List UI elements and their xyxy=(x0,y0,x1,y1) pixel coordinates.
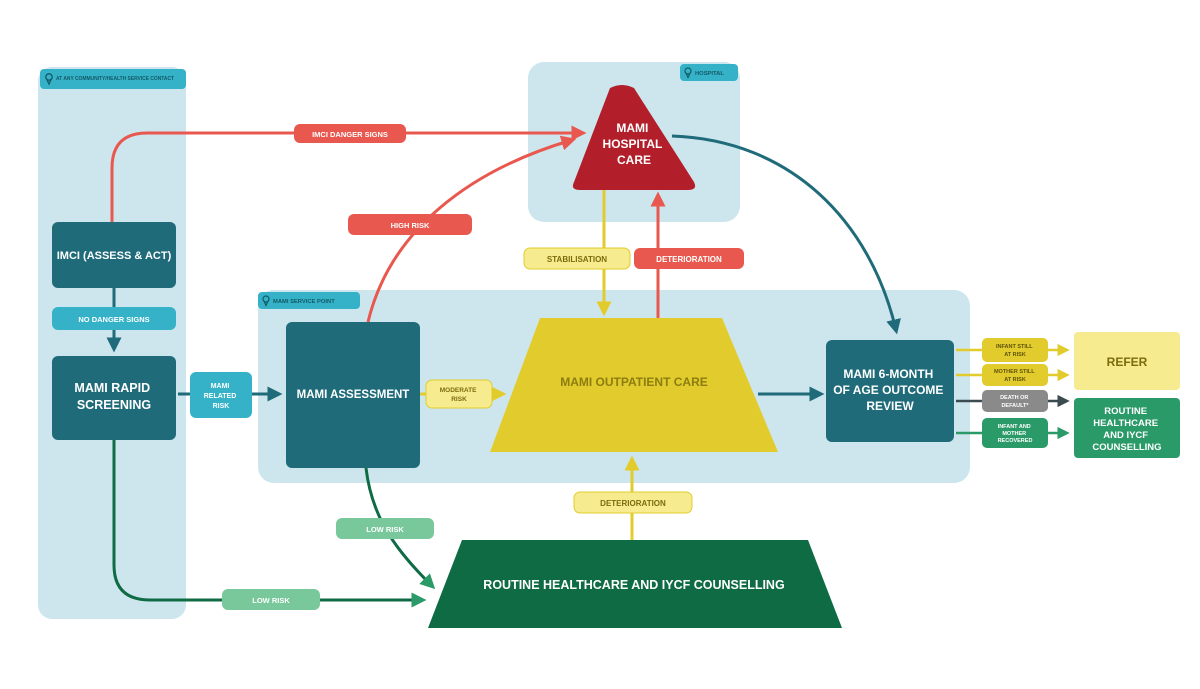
svg-text:HIGH RISK: HIGH RISK xyxy=(391,221,430,230)
zone-community xyxy=(38,67,186,619)
arrow-screening-to-routine xyxy=(112,440,427,608)
svg-text:MAMI HOSPITAL CARE: MAMI HOSPITAL CARE xyxy=(603,121,666,167)
svg-text:INFANT AND MOTHER: INFANT AND MOTHER RECOVERED xyxy=(998,424,1033,444)
svg-text:MAMI RAPID SCREENING: MAMI RAPID SCREENING xyxy=(74,381,153,412)
node-imci: IMCI (ASSESS & ACT) xyxy=(52,222,176,288)
arrow-imci-to-hospital xyxy=(110,125,587,222)
zone-community-label: AT ANY COMMUNITY/HEALTH SERVICE CONTACT xyxy=(56,76,174,82)
svg-text:MAMI OUTPATIENT CARE: MAMI OUTPATIENT CARE xyxy=(560,375,708,389)
svg-text:IMCI DANGER SIGNS: IMCI DANGER SIGNS xyxy=(312,130,388,139)
zone-service-point-tag: MAMI SERVICE POINT xyxy=(258,292,360,309)
svg-text:REFER: REFER xyxy=(1107,355,1148,369)
zone-hospital-tag: HOSPITAL xyxy=(680,64,738,81)
svg-text:MODERATE RISK: MODERATE RISK xyxy=(440,387,479,403)
node-hospital-care: MAMI HOSPITAL CARE xyxy=(572,85,696,190)
node-refer: REFER xyxy=(1074,332,1180,390)
label-imci-danger-signs: IMCI DANGER SIGNS xyxy=(294,124,406,143)
node-rapid-screening: MAMI RAPID SCREENING xyxy=(52,356,176,440)
svg-text:MAMI 6-MONTH OF AGE OUTC: MAMI 6-MONTH OF AGE OUTCOME REVIEW xyxy=(833,367,947,413)
arrow-hospital-to-review xyxy=(671,134,901,335)
label-death-or-default: DEATH OR DEFAULT* xyxy=(982,390,1048,412)
label-mother-still-at-risk: MOTHER STILL AT RISK xyxy=(982,364,1048,386)
label-low-risk-assessment: LOW RISK xyxy=(336,518,434,539)
svg-text:DETERIORATION: DETERIORATION xyxy=(656,255,722,264)
svg-text:DETERIORATION: DETERIORATION xyxy=(600,499,666,508)
svg-text:ROUTINE HEALTHCARE AND IYCF CO: ROUTINE HEALTHCARE AND IYCF COUNSELLING xyxy=(483,578,784,592)
svg-text:DEATH OR DEFAULT*: DEATH OR DEFAULT* xyxy=(1000,395,1030,409)
location-pin-icon xyxy=(45,73,53,86)
svg-text:STABILISATION: STABILISATION xyxy=(547,255,607,264)
label-low-risk-screening: LOW RISK xyxy=(222,589,320,610)
svg-text:MAMI RELATED RISK: MAMI RELATED RISK xyxy=(204,383,239,410)
node-outcome-review: MAMI 6-MONTH OF AGE OUTCOME REVIEW xyxy=(826,340,954,442)
svg-text:INFANT STILL AT RISK: INFANT STILL AT RISK xyxy=(996,344,1034,358)
location-pin-icon xyxy=(262,295,270,307)
label-stabilisation: STABILISATION xyxy=(523,247,631,270)
zone-hospital-label: HOSPITAL xyxy=(695,71,724,77)
label-infant-still-at-risk: INFANT STILL AT RISK xyxy=(982,338,1048,362)
label-high-risk: HIGH RISK xyxy=(348,214,472,235)
svg-text:IMCI (ASSESS & ACT): IMCI (ASSESS & ACT) xyxy=(57,250,172,262)
arrow-assessment-to-hospital xyxy=(366,135,577,323)
node-assessment: MAMI ASSESSMENT xyxy=(286,322,420,468)
location-pin-icon xyxy=(684,67,692,79)
label-infant-mother-recovered: INFANT AND MOTHER RECOVERED xyxy=(982,418,1048,448)
label-mami-related-risk: MAMI RELATED RISK xyxy=(190,372,252,418)
label-moderate-risk: MODERATE RISK xyxy=(425,379,493,409)
svg-text:NO DANGER SIGNS: NO DANGER SIGNS xyxy=(78,315,149,324)
zone-service-point-label: MAMI SERVICE POINT xyxy=(273,299,335,305)
label-no-danger-signs: NO DANGER SIGNS xyxy=(52,307,176,330)
svg-text:MOTHER STILL AT RISK: MOTHER STILL AT RISK xyxy=(994,369,1036,383)
node-routine-bottom: ROUTINE HEALTHCARE AND IYCF COUNSELLING xyxy=(428,540,842,628)
label-deterioration-bottom: DETERIORATION xyxy=(573,491,693,514)
svg-text:ROUTINE HEALTHCARE: ROUTINE HEALTHCARE AND IYCF COUNSELLING xyxy=(1092,406,1161,453)
svg-text:LOW RISK: LOW RISK xyxy=(252,596,290,605)
label-deterioration-top: DETERIORATION xyxy=(634,248,744,269)
node-outpatient-care: MAMI OUTPATIENT CARE xyxy=(490,318,778,452)
svg-text:MAMI ASSESSMENT: MAMI ASSESSMENT xyxy=(297,389,410,401)
zone-community-tag: AT ANY COMMUNITY/HEALTH SERVICE CONTACT xyxy=(40,69,186,89)
node-routine-right: ROUTINE HEALTHCARE AND IYCF COUNSELLING xyxy=(1074,398,1180,458)
svg-text:LOW RISK: LOW RISK xyxy=(366,525,404,534)
